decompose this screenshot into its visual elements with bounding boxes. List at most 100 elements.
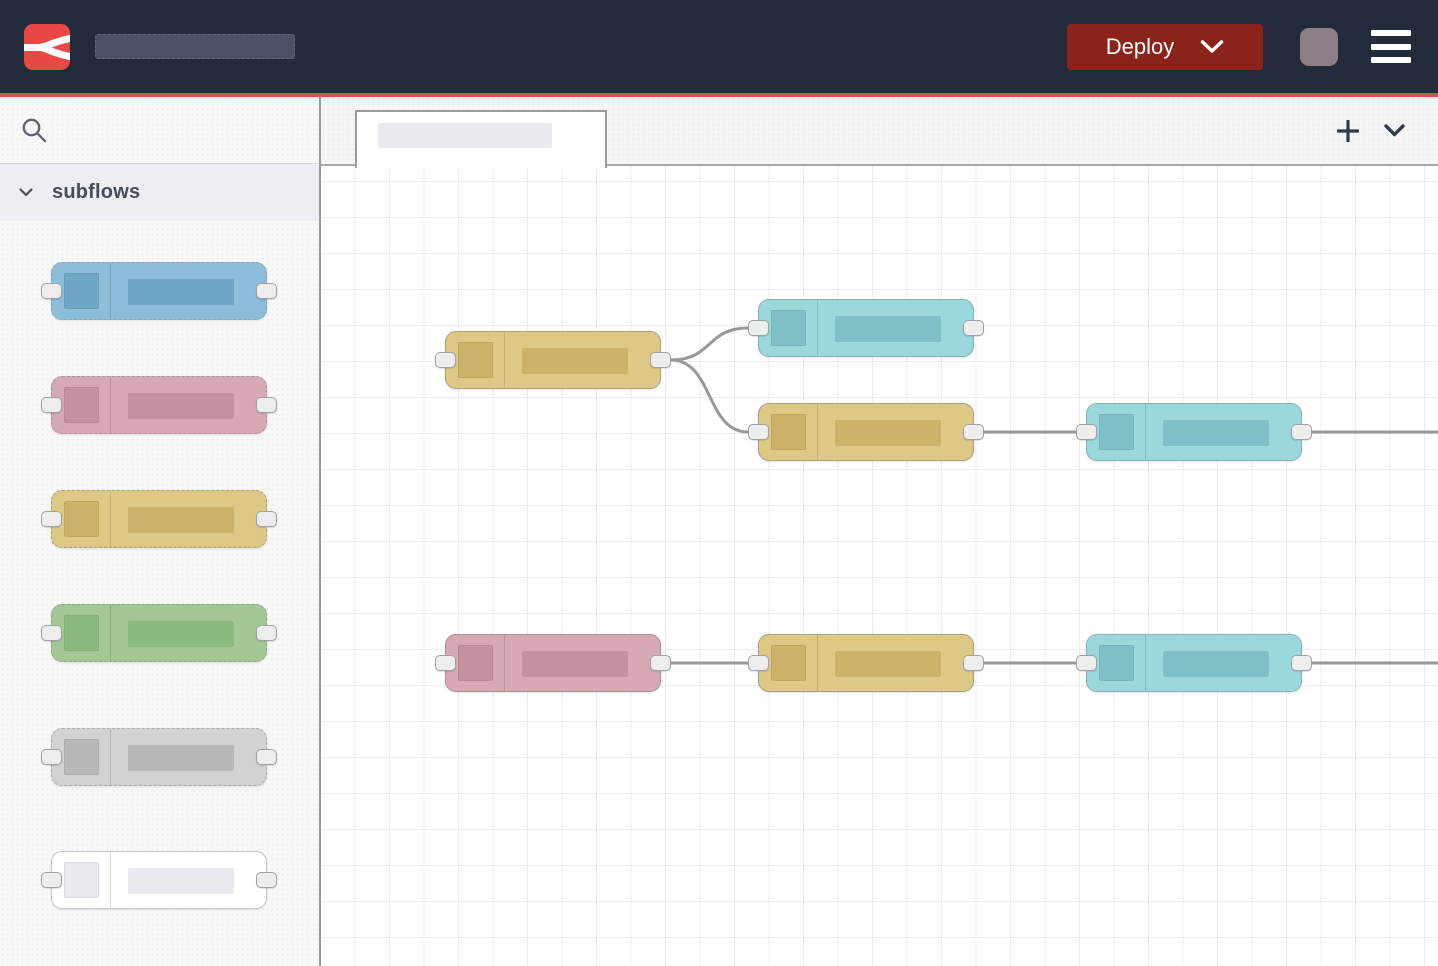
node-port-input[interactable] (41, 749, 62, 765)
node-port-output[interactable] (650, 655, 671, 671)
node-port-output[interactable] (650, 352, 671, 368)
node-fork-icon (24, 34, 70, 60)
node-label-placeholder (1163, 420, 1269, 446)
node-port-output[interactable] (256, 397, 277, 413)
node-port-input[interactable] (41, 625, 62, 641)
node-icon-placeholder (64, 739, 99, 775)
node-icon-placeholder (64, 273, 99, 309)
node-port-input[interactable] (435, 655, 456, 671)
plus-icon (1337, 119, 1359, 142)
flow-node-layer (321, 166, 1438, 966)
hamburger-icon (1371, 57, 1411, 63)
wire[interactable] (670, 326, 749, 362)
node-icon-region (1087, 635, 1146, 691)
deploy-label: Deploy (1105, 33, 1175, 59)
palette-node-green[interactable] (41, 604, 277, 662)
node-port-input[interactable] (748, 424, 769, 440)
header-bar: Deploy (0, 0, 1438, 93)
wire[interactable] (670, 358, 749, 434)
node-label-placeholder (835, 420, 941, 446)
palette-sidebar: subflows (0, 97, 321, 966)
node-label-placeholder (128, 621, 234, 647)
deploy-button[interactable]: Deploy (1067, 23, 1263, 70)
node-port-output[interactable] (963, 320, 984, 336)
hamburger-icon (1371, 43, 1411, 50)
header-accent-line (0, 93, 1438, 97)
tab-bar-actions (1333, 97, 1409, 164)
node-icon-placeholder (1099, 414, 1134, 450)
node-icon-region (759, 635, 818, 691)
palette-node-gray[interactable] (41, 728, 277, 786)
node-port-input[interactable] (435, 352, 456, 368)
node-label-placeholder (128, 279, 234, 305)
palette-category-subflows[interactable]: subflows (0, 163, 319, 221)
chevron-down-icon (19, 188, 33, 197)
palette-category-label: subflows (52, 181, 141, 203)
node-label-placeholder (835, 316, 941, 342)
chevron-down-icon (1200, 39, 1224, 53)
flow-node-cyan[interactable] (748, 299, 984, 357)
node-port-output[interactable] (256, 872, 277, 888)
node-icon-region (759, 404, 818, 460)
flow-tab-bar (321, 97, 1438, 168)
node-icon-placeholder (771, 414, 806, 450)
node-port-output[interactable] (1291, 655, 1312, 671)
node-port-input[interactable] (748, 655, 769, 671)
flow-node-cyan[interactable] (1076, 634, 1312, 692)
node-port-output[interactable] (256, 283, 277, 299)
palette-node-list (0, 97, 319, 966)
hamburger-icon (1371, 30, 1411, 36)
node-icon-placeholder (458, 342, 493, 378)
node-icon-region (446, 635, 505, 691)
node-port-input[interactable] (748, 320, 769, 336)
node-icon-region (52, 263, 111, 319)
palette-node-pink[interactable] (41, 376, 277, 434)
node-icon-region (52, 729, 111, 785)
node-port-output[interactable] (1291, 424, 1312, 440)
main-menu-button[interactable] (1371, 30, 1411, 63)
node-port-output[interactable] (256, 749, 277, 765)
node-port-output[interactable] (256, 511, 277, 527)
node-icon-region (52, 491, 111, 547)
flow-node-yellow[interactable] (435, 331, 671, 389)
flow-canvas[interactable] (321, 166, 1438, 966)
palette-search[interactable] (0, 97, 319, 163)
node-port-input[interactable] (41, 872, 62, 888)
node-icon-placeholder (64, 501, 99, 537)
search-icon (22, 118, 47, 142)
flow-list-button[interactable] (1379, 116, 1409, 146)
add-flow-button[interactable] (1333, 116, 1363, 146)
node-port-input[interactable] (41, 397, 62, 413)
palette-node-white[interactable] (41, 851, 277, 909)
chevron-down-icon (1383, 124, 1405, 137)
editor-body: subflows (0, 97, 1438, 966)
node-icon-placeholder (771, 645, 806, 681)
node-icon-region (52, 377, 111, 433)
flow-node-cyan[interactable] (1076, 403, 1312, 461)
node-icon-placeholder (458, 645, 493, 681)
node-label-placeholder (835, 651, 941, 677)
flow-node-pink[interactable] (435, 634, 671, 692)
node-icon-region (1087, 404, 1146, 460)
node-icon-placeholder (771, 310, 806, 346)
flow-tab[interactable] (355, 110, 607, 168)
node-port-output[interactable] (963, 655, 984, 671)
node-port-input[interactable] (1076, 424, 1097, 440)
node-icon-placeholder (64, 387, 99, 423)
node-label-placeholder (128, 745, 234, 771)
palette-node-blue[interactable] (41, 262, 277, 320)
node-red-logo (24, 23, 70, 70)
tab-label-placeholder (378, 123, 552, 148)
user-avatar[interactable] (1300, 27, 1338, 66)
node-port-output[interactable] (963, 424, 984, 440)
palette-node-yellow[interactable] (41, 490, 277, 548)
flow-node-yellow[interactable] (748, 403, 984, 461)
wire-layer (670, 326, 1438, 665)
node-port-input[interactable] (41, 511, 62, 527)
flow-node-yellow[interactable] (748, 634, 984, 692)
node-port-input[interactable] (41, 283, 62, 299)
node-port-output[interactable] (256, 625, 277, 641)
node-label-placeholder (522, 348, 628, 374)
node-port-input[interactable] (1076, 655, 1097, 671)
